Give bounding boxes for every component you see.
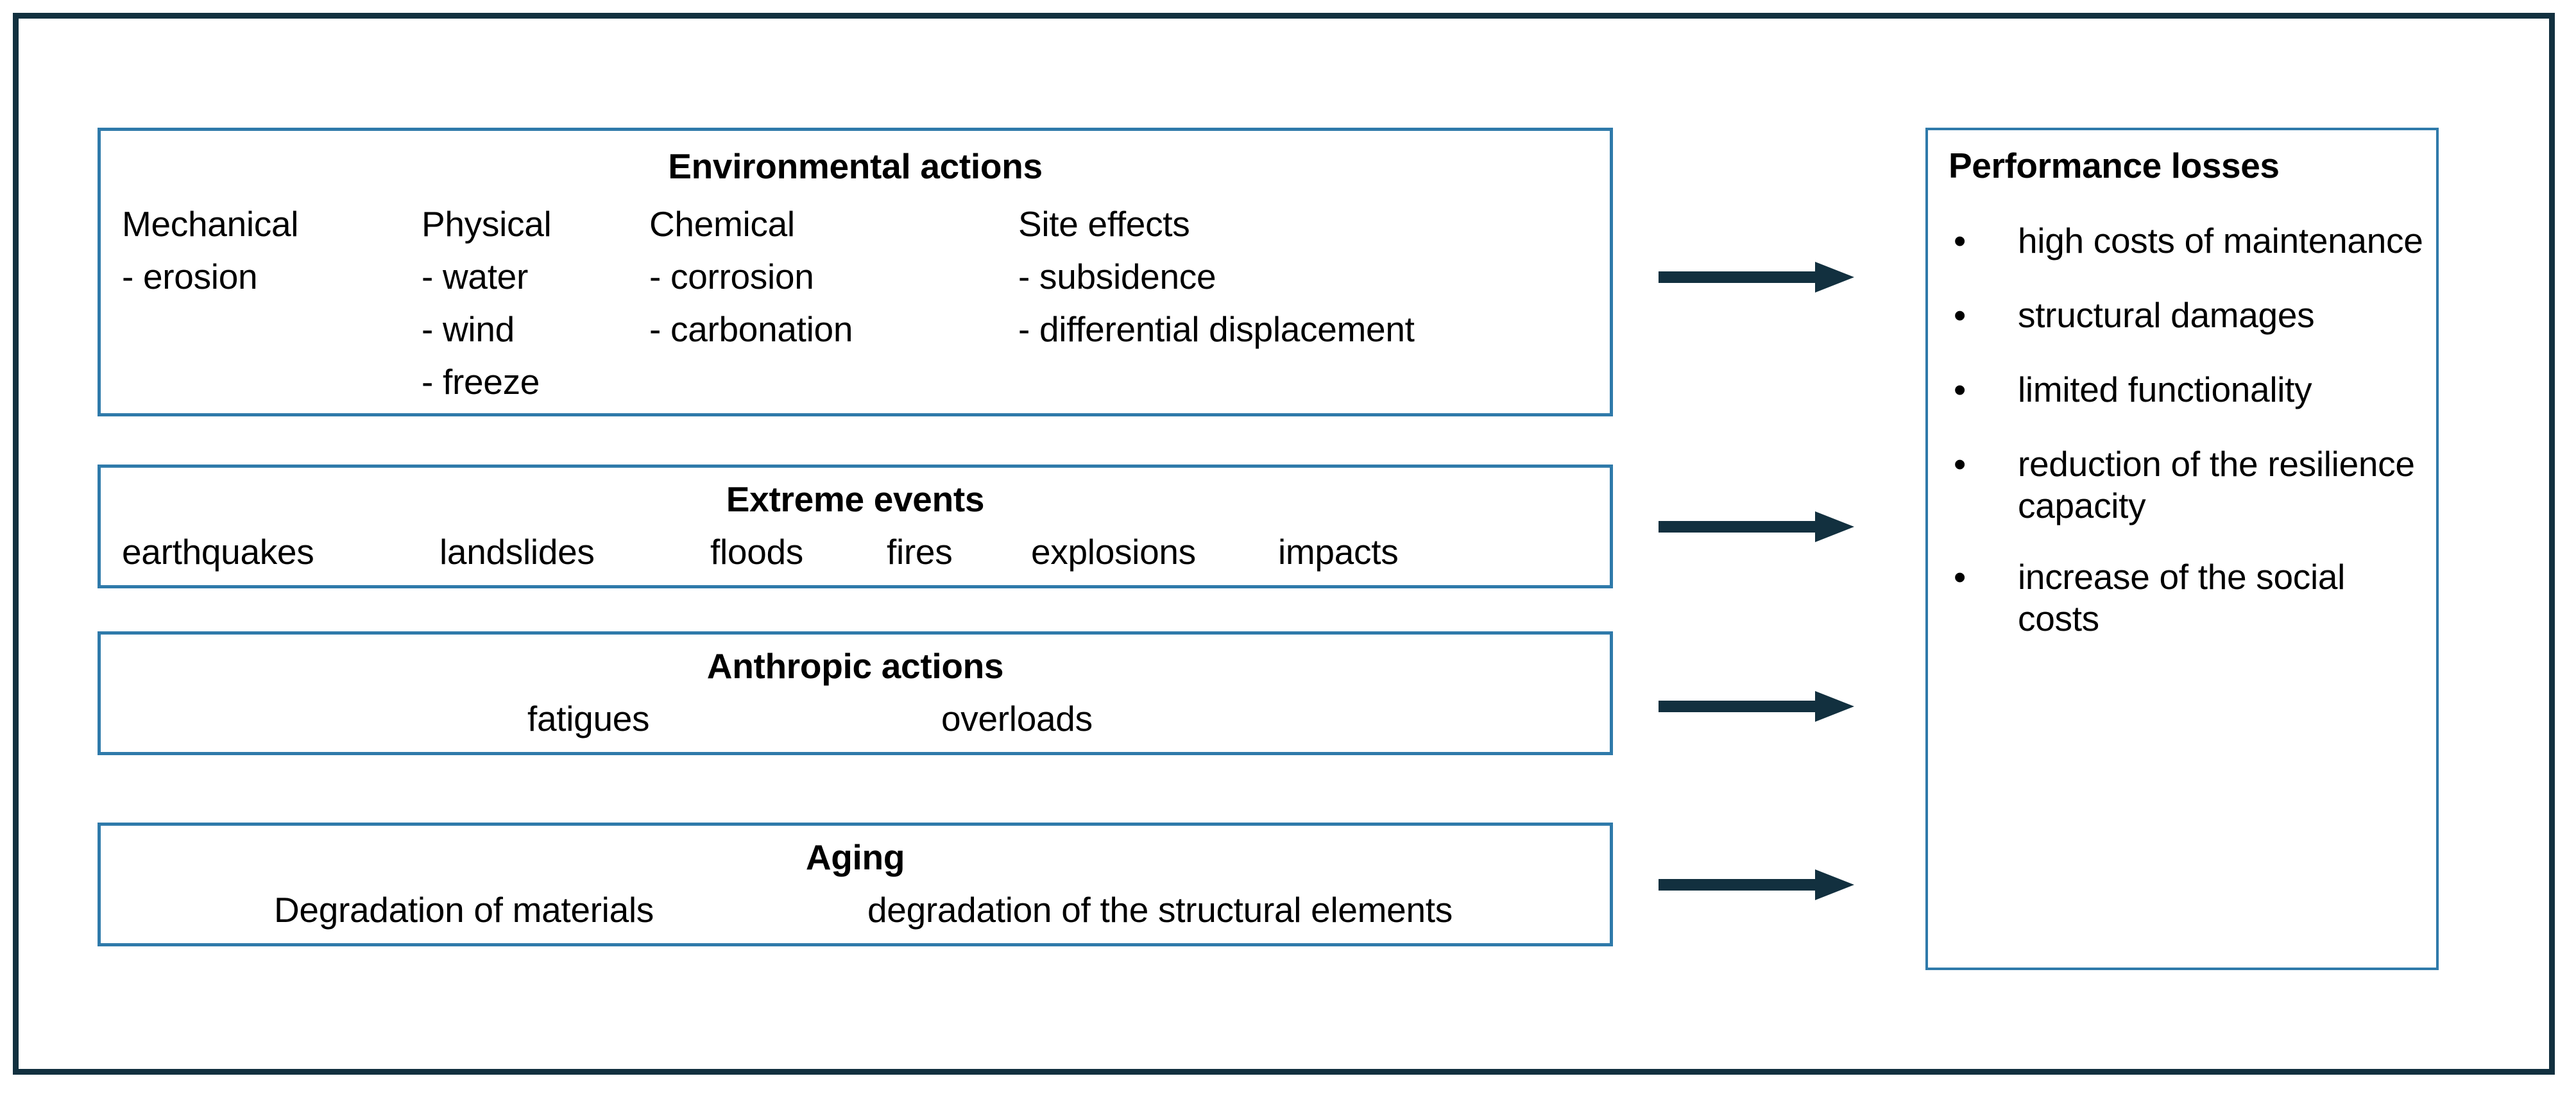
column-heading: Chemical — [649, 204, 795, 244]
list-item: • limited functionality — [1928, 369, 2436, 414]
performance-losses-title: Performance losses — [1949, 146, 2280, 185]
column-heading: Mechanical — [122, 204, 299, 244]
arrow-right-icon — [1659, 869, 1854, 900]
extreme-item: landslides — [439, 532, 595, 572]
box-extreme-title: Extreme events — [726, 479, 985, 519]
environmental-columns: Mechanical - erosion Physical - water - … — [101, 204, 1610, 402]
arrow-right-icon — [1659, 262, 1854, 293]
list-item-label: reduction of the resilience capacity — [2018, 444, 2415, 525]
box-environmental-actions: Environmental actions Mechanical - erosi… — [98, 128, 1613, 416]
extreme-events-items: earthquakes landslides floods fires expl… — [101, 534, 1610, 579]
list-item: • reduction of the resilience capacity — [1928, 443, 2436, 527]
column-item: - corrosion — [649, 257, 814, 296]
extreme-item: explosions — [1031, 532, 1196, 572]
box-environmental-title: Environmental actions — [668, 146, 1043, 186]
bullet-icon: • — [1954, 221, 1966, 260]
column-heading: Physical — [422, 204, 552, 244]
box-performance-losses: Performance losses • high costs of maint… — [1925, 128, 2439, 970]
column-item: - subsidence — [1018, 257, 1216, 296]
list-item-label: structural damages — [2018, 295, 2315, 335]
list-item: • increase of the social costs — [1928, 556, 2436, 640]
arrow-right-icon — [1659, 511, 1854, 542]
bullet-icon: • — [1954, 556, 1966, 597]
anthropic-actions-items: fatigues overloads — [101, 701, 1610, 746]
environmental-column-site-effects: Site effects - subsidence - differential… — [1018, 207, 1415, 347]
anthropic-item: fatigues — [527, 699, 650, 738]
list-item-label: limited functionality — [2018, 370, 2312, 409]
arrow-right-icon — [1659, 691, 1854, 722]
list-item: • structural damages — [1928, 294, 2436, 339]
extreme-item: impacts — [1278, 532, 1399, 572]
aging-items: Degradation of materials degradation of … — [101, 892, 1610, 937]
performance-losses-list: • high costs of maintenance • structural… — [1928, 220, 2436, 669]
column-item: - freeze — [422, 362, 540, 402]
column-item: - differential displacement — [1018, 309, 1415, 349]
column-item: - carbonation — [649, 309, 853, 349]
anthropic-item: overloads — [941, 699, 1093, 738]
list-item-label: increase of the social costs — [2018, 556, 2346, 638]
bullet-icon: • — [1954, 444, 1966, 484]
box-anthropic-actions: Anthropic actions fatigues overloads — [98, 631, 1613, 755]
aging-item: Degradation of materials — [274, 890, 654, 930]
environmental-column-mechanical: Mechanical - erosion — [122, 204, 299, 296]
column-heading: Site effects — [1018, 204, 1190, 244]
box-anthropic-title: Anthropic actions — [706, 646, 1004, 686]
box-extreme-events: Extreme events earthquakes landslides fl… — [98, 465, 1613, 588]
extreme-item: fires — [887, 532, 953, 572]
extreme-item: floods — [710, 532, 803, 572]
list-item-label: high costs of maintenance — [2018, 221, 2423, 260]
aging-item: degradation of the structural elements — [867, 890, 1453, 930]
box-aging-title: Aging — [805, 837, 905, 877]
column-item: - wind — [422, 309, 515, 349]
environmental-column-chemical: Chemical - corrosion - carbonation — [649, 207, 853, 347]
environmental-column-physical: Physical - water - wind - freeze — [422, 204, 552, 402]
box-aging: Aging Degradation of materials degradati… — [98, 823, 1613, 946]
bullet-icon: • — [1954, 295, 1966, 335]
diagram-outer-frame: Environmental actions Mechanical - erosi… — [13, 13, 2555, 1075]
bullet-icon: • — [1954, 370, 1966, 409]
column-item: - erosion — [122, 257, 258, 296]
column-item: - water — [422, 257, 528, 296]
list-item: • high costs of maintenance — [1928, 220, 2436, 265]
extreme-item: earthquakes — [122, 532, 314, 572]
